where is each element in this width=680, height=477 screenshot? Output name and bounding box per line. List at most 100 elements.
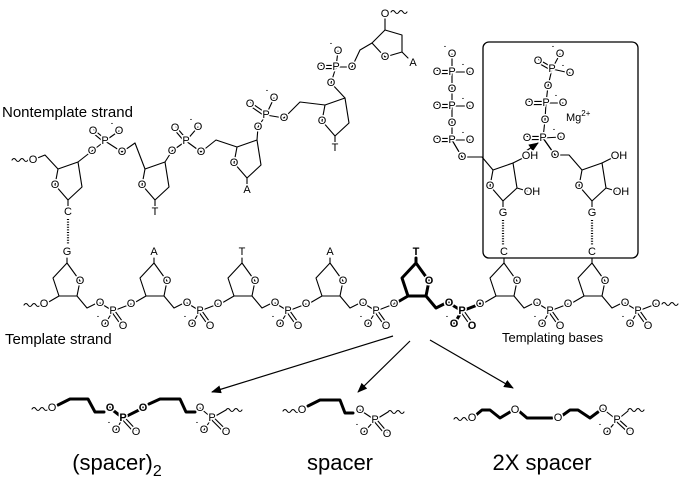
bond xyxy=(104,310,114,325)
double-bond xyxy=(111,311,123,327)
oxygen-atom: O xyxy=(29,154,38,166)
bond xyxy=(451,139,494,171)
oxygen-atom: O xyxy=(163,275,172,287)
oxygen-atom: O xyxy=(523,132,532,144)
phosphodiester-bond xyxy=(330,42,373,99)
oxygen-atom: O xyxy=(534,55,543,67)
double-bond xyxy=(175,126,188,141)
oxide-atom: O xyxy=(334,45,343,57)
oxygen-atom: O xyxy=(644,320,653,332)
phosphorus-atom: P xyxy=(196,305,203,317)
incoming-base-2: G xyxy=(588,207,597,219)
oxygen-atom: O xyxy=(486,180,495,192)
oxygen-atom: O xyxy=(196,402,205,414)
phosphorus-atom: P xyxy=(182,135,189,147)
spacer2-subscript: 2 xyxy=(153,463,162,477)
double-bond xyxy=(210,418,225,433)
double-bond xyxy=(462,309,474,325)
oxygen-atom: O xyxy=(119,320,128,332)
squiggle-bond xyxy=(390,9,408,15)
magnesium-charge: 2+ xyxy=(581,109,590,118)
negative-charge: - xyxy=(184,312,187,321)
oxygen-atom: O xyxy=(339,275,348,287)
oxide-atom: O xyxy=(566,67,575,79)
oxygen-atom: O xyxy=(40,298,49,310)
oxygen-atom: O xyxy=(168,145,177,157)
oxide-atom: O xyxy=(538,318,547,330)
hydroxyl-group: OH xyxy=(611,150,628,162)
bond xyxy=(203,417,213,431)
oxygen-atom: O xyxy=(544,80,553,92)
double-bond xyxy=(121,418,135,433)
nontemplate-base-1: C xyxy=(64,206,72,218)
phosphorus-atom: P xyxy=(548,63,555,75)
bond xyxy=(605,187,617,192)
bond xyxy=(34,154,59,170)
oxygen-atom: O xyxy=(271,297,280,309)
oxide-atom: O xyxy=(557,131,566,143)
bond xyxy=(185,126,199,142)
deoxyribose-ring xyxy=(227,262,256,297)
phosphorus-atom: P xyxy=(448,100,455,112)
negative-charge: - xyxy=(462,60,465,69)
phosphorus-atom: P xyxy=(546,305,553,317)
oxygen-atom: O xyxy=(348,61,357,73)
double-bond xyxy=(374,311,386,327)
double-bond xyxy=(636,311,648,327)
bond xyxy=(367,310,377,325)
deoxyribose-ring xyxy=(139,262,168,297)
deoxyribose-ring xyxy=(371,29,403,58)
spacer-chain xyxy=(306,398,355,415)
phosphorus-atom: P xyxy=(371,414,378,426)
oxygen-atom: O xyxy=(425,275,434,287)
oxide-atom: O xyxy=(270,92,279,104)
bond xyxy=(516,187,528,192)
bond xyxy=(629,310,639,325)
phosphorus-atom: P xyxy=(119,412,126,424)
nontemplate-base-5: A xyxy=(409,57,417,69)
oxygen-atom: O xyxy=(433,100,442,112)
incoming-base-1: G xyxy=(499,207,508,219)
oxygen-atom: O xyxy=(51,179,60,191)
template-base-3: T xyxy=(239,246,246,258)
negative-charge: - xyxy=(599,420,602,429)
arrow-to-2x-spacer xyxy=(429,339,514,389)
oxygen-atom: O xyxy=(381,51,390,63)
oxygen-atom: O xyxy=(251,275,260,287)
oxygen-atom: O xyxy=(541,114,550,126)
oxygen-atom: O xyxy=(138,179,147,191)
oxygen-atom: O xyxy=(132,426,141,438)
oxide-atom: O xyxy=(364,318,373,330)
oxygen-atom: O xyxy=(302,298,311,310)
oxide-atom: O xyxy=(466,66,475,78)
bond xyxy=(221,295,235,304)
oxygen-atom: O xyxy=(197,146,206,158)
nontemplate-strand-label: Nontemplate strand xyxy=(2,104,133,121)
bond xyxy=(542,137,583,171)
spacer-chain xyxy=(56,397,106,414)
oxygen-atom: O xyxy=(127,298,136,310)
spacer-chain xyxy=(474,408,512,420)
bond xyxy=(309,295,323,304)
phosphodiester-bond xyxy=(164,139,238,163)
negative-charge: - xyxy=(553,125,556,134)
hydroxyl-group: OH xyxy=(613,186,630,198)
oxygen-atom: O xyxy=(171,122,180,134)
oxygen-atom: O xyxy=(359,297,368,309)
squiggle-bond xyxy=(225,407,243,413)
negative-charge: - xyxy=(562,61,565,70)
magnesium-symbol: Mg xyxy=(566,112,581,124)
deoxyribose-ring xyxy=(141,161,170,201)
oxide-atom: O xyxy=(603,426,612,438)
oxide-atom: O xyxy=(115,125,124,137)
oxygen-atom: O xyxy=(533,297,542,309)
template-base-4: A xyxy=(326,246,334,258)
bond xyxy=(551,68,571,74)
negative-charge: - xyxy=(108,418,111,427)
bond xyxy=(601,295,623,309)
phosphorus-atom: P xyxy=(372,305,379,317)
phosphorus-atom: P xyxy=(332,61,339,73)
double-bond xyxy=(638,309,650,325)
